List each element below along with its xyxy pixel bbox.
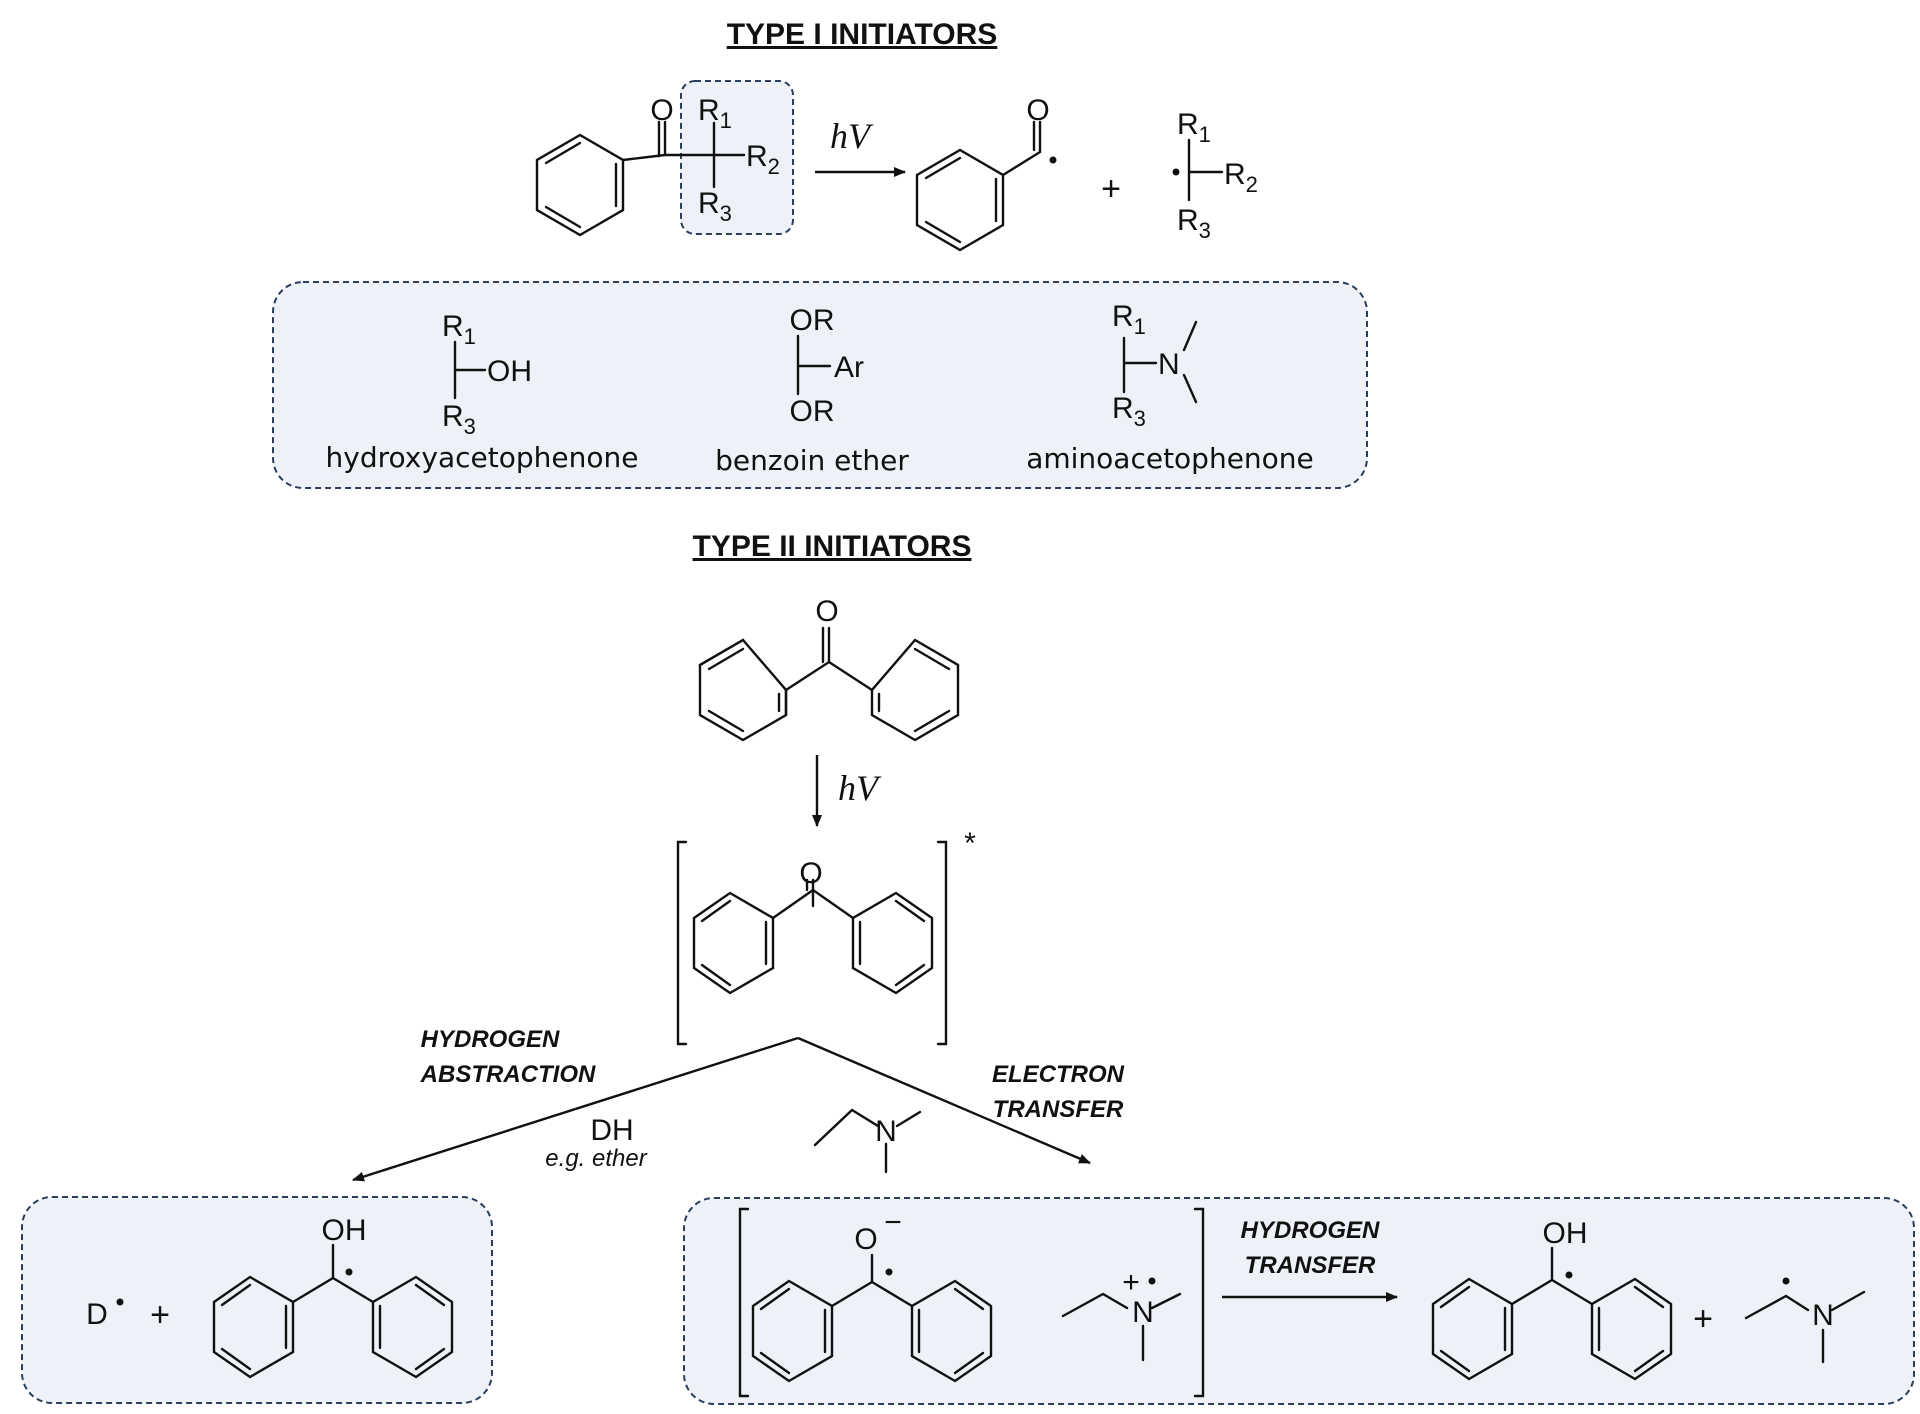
left-bracket [738, 1207, 750, 1398]
nitrogen-atom: N [1812, 1299, 1834, 1332]
example-label: e.g. ether [545, 1145, 647, 1172]
benzene-ring [915, 148, 1005, 252]
type1-heading: TYPE I INITIATORS [727, 18, 998, 51]
ketyl-radical-anion: O − [751, 1206, 993, 1383]
radical-dot [1172, 168, 1180, 176]
r3-label: R3 [1177, 204, 1211, 243]
alkyl-radical: R1 R2 R3 [1172, 108, 1258, 243]
oxygen-atom: O [854, 1223, 877, 1256]
oxygen-atom: O [650, 94, 673, 127]
type2-heading: TYPE II INITIATORS [693, 530, 972, 563]
benzoyl-radical: O [915, 94, 1057, 252]
electron-transfer-label-2: TRANSFER [993, 1096, 1124, 1123]
hydrogen-transfer-label-1: HYDROGEN [1241, 1217, 1380, 1244]
oxygen-atom: O [799, 857, 822, 890]
hv-label: hV [830, 116, 874, 156]
benzene-ring [535, 133, 625, 237]
r3-label: R3 [698, 187, 732, 226]
radical-dot [885, 1268, 893, 1276]
benzene-ring [371, 1275, 454, 1379]
hydroxyacetophenone-caption: hydroxyacetophenone [326, 441, 639, 474]
r1-label: R1 [442, 310, 476, 349]
radical-dot [1148, 1277, 1156, 1285]
hydrogen-transfer-label-2: TRANSFER [1245, 1252, 1376, 1279]
nitrogen-atom: N [1158, 348, 1180, 381]
ketyl-radical: OH [212, 1214, 454, 1379]
aminoacetophenone-structure: R1 N R3 aminoacetophenone [1026, 300, 1314, 475]
r1-label: R1 [698, 94, 732, 133]
benzene-ring [870, 638, 960, 742]
benzene-ring [1431, 1277, 1514, 1381]
type1-reactant: O R1 R2 R3 [535, 80, 794, 237]
benzoin-ether-structure: OR Ar OR benzoin ether [715, 304, 909, 477]
r3-label: R3 [442, 400, 476, 439]
plus-sign: + [1693, 1300, 1713, 1338]
radical-dot [345, 1268, 353, 1276]
or-label: OR [790, 304, 835, 337]
hydrogen-abstraction-label-1: HYDROGEN [421, 1026, 560, 1053]
oh-label: OH [487, 355, 532, 388]
oh-label: OH [1543, 1217, 1588, 1250]
aminoacetophenone-caption: aminoacetophenone [1026, 442, 1314, 475]
benzoin-ether-caption: benzoin ether [715, 444, 909, 477]
benzene-ring [851, 891, 934, 995]
plus-sign: + [1101, 170, 1121, 208]
radical-dot [1565, 1271, 1573, 1279]
nitrogen-atom: N [1132, 1296, 1154, 1329]
benzene-ring [212, 1275, 295, 1379]
minus-charge: − [884, 1206, 902, 1239]
excited-state-star: * [964, 827, 976, 860]
plus-sign: + [150, 1296, 170, 1334]
or-label: OR [790, 395, 835, 428]
radical-dot [1782, 1277, 1790, 1285]
benzene-ring [910, 1279, 993, 1383]
benzene-ring [692, 891, 775, 995]
amine-reagent: N [813, 1108, 922, 1174]
benzene-ring [1590, 1277, 1673, 1381]
oxygen-atom: O [1026, 94, 1049, 127]
r2-label: R2 [746, 140, 780, 179]
radical-dot [1049, 156, 1057, 164]
right-bracket [1193, 1207, 1205, 1398]
hydrogen-abstraction-label-2: ABSTRACTION [420, 1061, 596, 1088]
left-bracket [676, 840, 688, 1046]
oxygen-atom: O [815, 595, 838, 628]
alpha-carbon-highlight-box [680, 80, 794, 235]
d-radical-label: D [86, 1298, 108, 1331]
electron-transfer-arrow [797, 1036, 1091, 1165]
r2-label: R2 [1224, 158, 1258, 197]
type1-examples-box [272, 281, 1368, 489]
r1-label: R1 [1112, 300, 1146, 339]
alpha-aminoalkyl-radical: N [1744, 1277, 1866, 1364]
hydroxyacetophenone-structure: R1 OH R3 hydroxyacetophenone [326, 310, 639, 474]
benzene-ring [751, 1279, 834, 1383]
radical-dot [116, 1298, 124, 1306]
r3-label: R3 [1112, 392, 1146, 431]
benzene-ring [698, 638, 788, 742]
r1-label: R1 [1177, 108, 1211, 147]
plus-charge: + [1122, 1266, 1140, 1299]
ketyl-radical: OH [1431, 1217, 1673, 1381]
excited-benzophenone: * O [676, 827, 976, 1046]
oh-label: OH [322, 1214, 367, 1247]
hv-label: hV [838, 768, 882, 808]
nitrogen-atom: N [875, 1115, 897, 1148]
hydrogen-abstraction-arrow [352, 1036, 799, 1182]
right-bracket [936, 840, 948, 1046]
electron-transfer-label-1: ELECTRON [992, 1061, 1125, 1088]
dh-label: DH [590, 1114, 633, 1147]
benzophenone: O [698, 595, 960, 742]
amine-radical-cation: N + [1061, 1266, 1182, 1362]
ar-label: Ar [834, 351, 864, 384]
